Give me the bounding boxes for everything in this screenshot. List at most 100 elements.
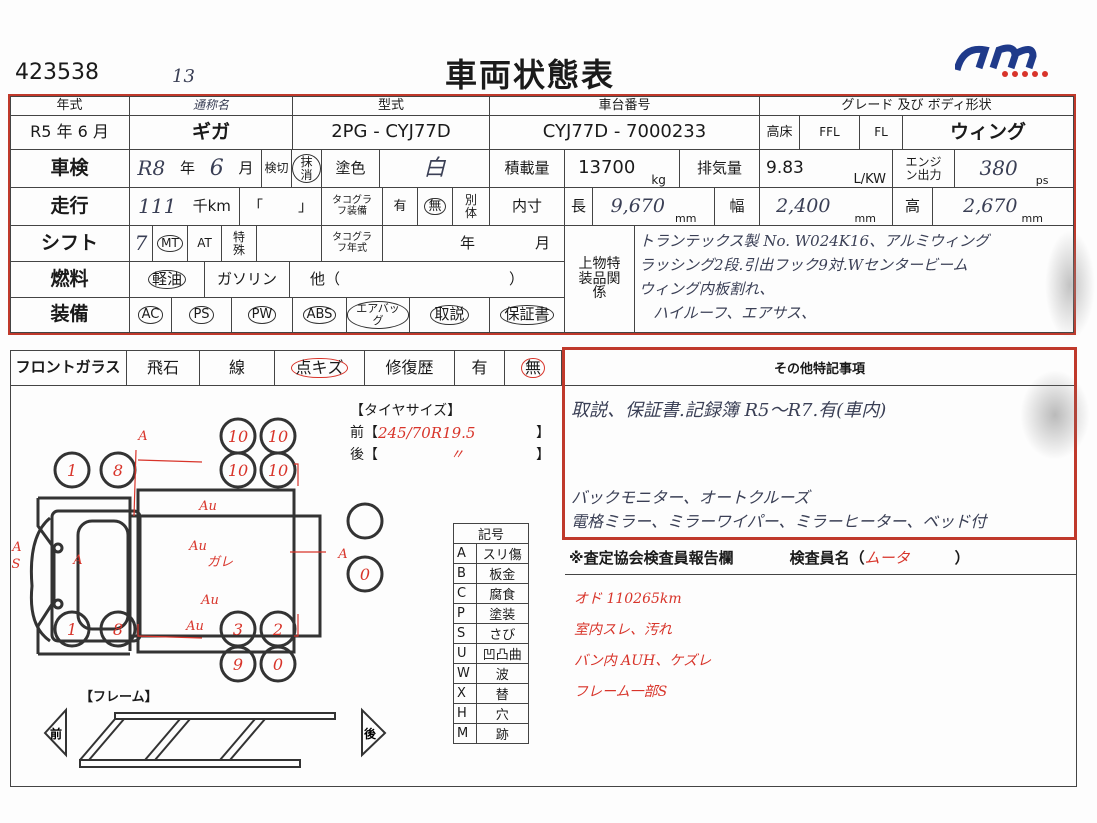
windshield-label: フロントガラス	[10, 350, 127, 386]
color-label: 塗色	[322, 150, 380, 188]
body-equipment-line: ラッシング2段.引出フック9対.Wセンタービーム	[639, 256, 968, 274]
load-number: 13700	[578, 157, 636, 179]
equip-manual: 取説	[410, 298, 490, 333]
equip-airbag-text: エアバッグ	[347, 301, 409, 329]
tacho-separate: 別体	[453, 188, 490, 226]
vehicle-name: ギガ	[130, 116, 293, 150]
equip-ps-text: PS	[189, 306, 214, 324]
tacho-label: タコグラフ装備	[322, 188, 383, 226]
inspection-label: 車検	[10, 150, 130, 188]
shift-mt-text: MT	[157, 235, 183, 252]
wheel-value: 9	[233, 655, 243, 674]
month-unit: 月	[238, 158, 254, 177]
legend-meaning: さび	[475, 623, 530, 644]
legend-code: S	[453, 623, 477, 644]
damage-mark: Au	[200, 593, 219, 608]
wheel-value: 1	[67, 461, 77, 480]
damage-mark: ガレ	[207, 555, 233, 570]
power-number: 380	[979, 156, 1018, 180]
wheel-value: 10	[268, 461, 288, 480]
inspector-header: ※査定協会検査員報告欄 検査員名（ ムータ ）	[565, 540, 1077, 575]
fuel-diesel-text: 軽油	[147, 269, 186, 290]
rear-arrow-icon	[361, 707, 387, 758]
tire-front-label: 前【	[350, 425, 378, 441]
disp-unit: L/KW	[853, 172, 886, 188]
expired: 検切	[262, 150, 292, 188]
fuel-other: 他（）	[290, 262, 565, 298]
tire-rear-value: 〃	[450, 447, 464, 463]
company-logo	[953, 40, 1065, 80]
wheel-value: 10	[268, 427, 288, 446]
frame-front: 前	[50, 726, 62, 741]
wheel-value: 3	[233, 620, 243, 639]
ffl: FFL	[800, 116, 860, 150]
tacho-year-label: タコグラフ年式	[322, 226, 383, 262]
repair-history-label: 修復歴	[365, 350, 455, 386]
power-value: 380 ps	[955, 150, 1074, 188]
body-equipment-notes: トランテックス製 No. W024K16、アルミウィング ラッシング2段.引出フ…	[635, 226, 1074, 333]
height-unit: mm	[1021, 212, 1043, 226]
legend-meaning: 腐食	[475, 583, 530, 604]
height-label: 高	[893, 188, 933, 226]
repair-yes: 有	[455, 350, 505, 386]
frame-label: 【フレーム】	[80, 690, 158, 705]
truck-damage-diagram: 1 8 10 10 10 10 1 8 3 2 9 0 0 A Au Au ガレ…	[11, 417, 384, 683]
legend-meaning: 塗装	[475, 603, 530, 624]
chassis-value: CYJ77D - 7000233	[490, 116, 760, 150]
smudge	[1045, 230, 1095, 340]
repair-no-text: 無	[520, 357, 545, 379]
inner-size-label: 内寸	[490, 188, 565, 226]
handwritten-number: 13	[172, 66, 195, 87]
legend-meaning: スリ傷	[475, 543, 530, 564]
inspection-month: 6	[209, 155, 224, 181]
other-notes-title: その他特記事項	[565, 350, 1074, 386]
chassis-label: 車台番号	[490, 96, 760, 116]
vehicle-info-table	[8, 94, 1076, 335]
legend-meaning: 替	[475, 683, 530, 704]
legend-code: P	[453, 603, 477, 624]
disp-number: 9.83	[766, 157, 804, 178]
grade-label: グレード 及び ボディ形状	[760, 96, 1074, 116]
wheel-value: 10	[228, 461, 248, 480]
wheel-value: 0	[360, 565, 370, 584]
high-floor: 高床	[760, 116, 800, 150]
tire-rear-label: 後【	[350, 447, 378, 463]
shift-at: AT	[188, 226, 222, 262]
front-arrow-icon	[43, 707, 67, 758]
frame-rear: 後	[364, 726, 377, 741]
page-title: 車両状態表	[445, 56, 616, 94]
other-notes-box: その他特記事項 取説、保証書.記録簿 R5〜R7.有(車内) バックモニター、オ…	[562, 347, 1077, 540]
equip-ps: PS	[172, 298, 232, 333]
body-equipment-label: 上物特装品関係	[565, 226, 635, 333]
report-line: フレーム一部S	[574, 684, 668, 700]
cargo-body	[136, 488, 296, 654]
cancelled: 抹消	[292, 150, 322, 188]
legend-code: U	[453, 643, 477, 664]
wheel-value: 10	[228, 427, 248, 446]
damage-mark: S	[12, 557, 21, 572]
power-unit: ps	[1035, 174, 1049, 188]
shift-special: 特殊	[222, 226, 257, 262]
windshield-spot-text: 点キズ	[291, 357, 348, 379]
equip-ac-text: AC	[137, 306, 164, 324]
legend-code: A	[453, 543, 477, 564]
tire-size-title: 【タイヤサイズ】	[350, 403, 462, 419]
equip-manual-text: 取説	[430, 305, 469, 325]
body-equipment-line: トランテックス製 No. W024K16、アルミウィング	[639, 232, 989, 250]
equip-abs: ABS	[293, 298, 347, 333]
fl: FL	[860, 116, 903, 150]
notes-line: 電格ミラー、ミラーワイパー、ミラーヒーター、ベッド付	[571, 512, 987, 531]
length-label: 長	[565, 188, 593, 226]
repair-no: 無	[505, 350, 562, 386]
fuel-diesel: 軽油	[130, 262, 205, 298]
wheel-value: 0	[273, 655, 283, 674]
damage-mark: A	[137, 429, 147, 444]
load-label: 積載量	[490, 150, 565, 188]
legend-meaning: 穴	[475, 703, 530, 724]
legend-title: 記号	[453, 523, 529, 544]
cab	[50, 509, 142, 643]
